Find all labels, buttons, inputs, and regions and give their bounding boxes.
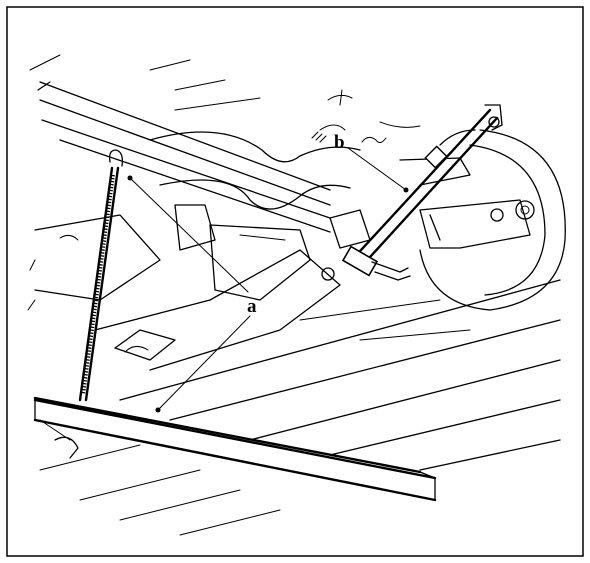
tension-rod-a: [78, 149, 124, 402]
leader-a: [127, 175, 251, 413]
underbody-panels: [27, 214, 341, 371]
lower-crossbar: [33, 396, 437, 502]
frame-border: [6, 6, 584, 557]
leader-b: [347, 147, 409, 193]
suspension-arm: [329, 157, 531, 249]
frame-rails: [29, 54, 421, 233]
exhaust-pipe: [149, 124, 361, 251]
callout-a-label: a: [247, 296, 257, 317]
rod-b: [341, 104, 503, 281]
floor-lines: [39, 279, 561, 536]
detail-marks: [311, 131, 327, 143]
detail-marks-2: [361, 136, 387, 144]
callout-b-label: b: [334, 132, 345, 153]
